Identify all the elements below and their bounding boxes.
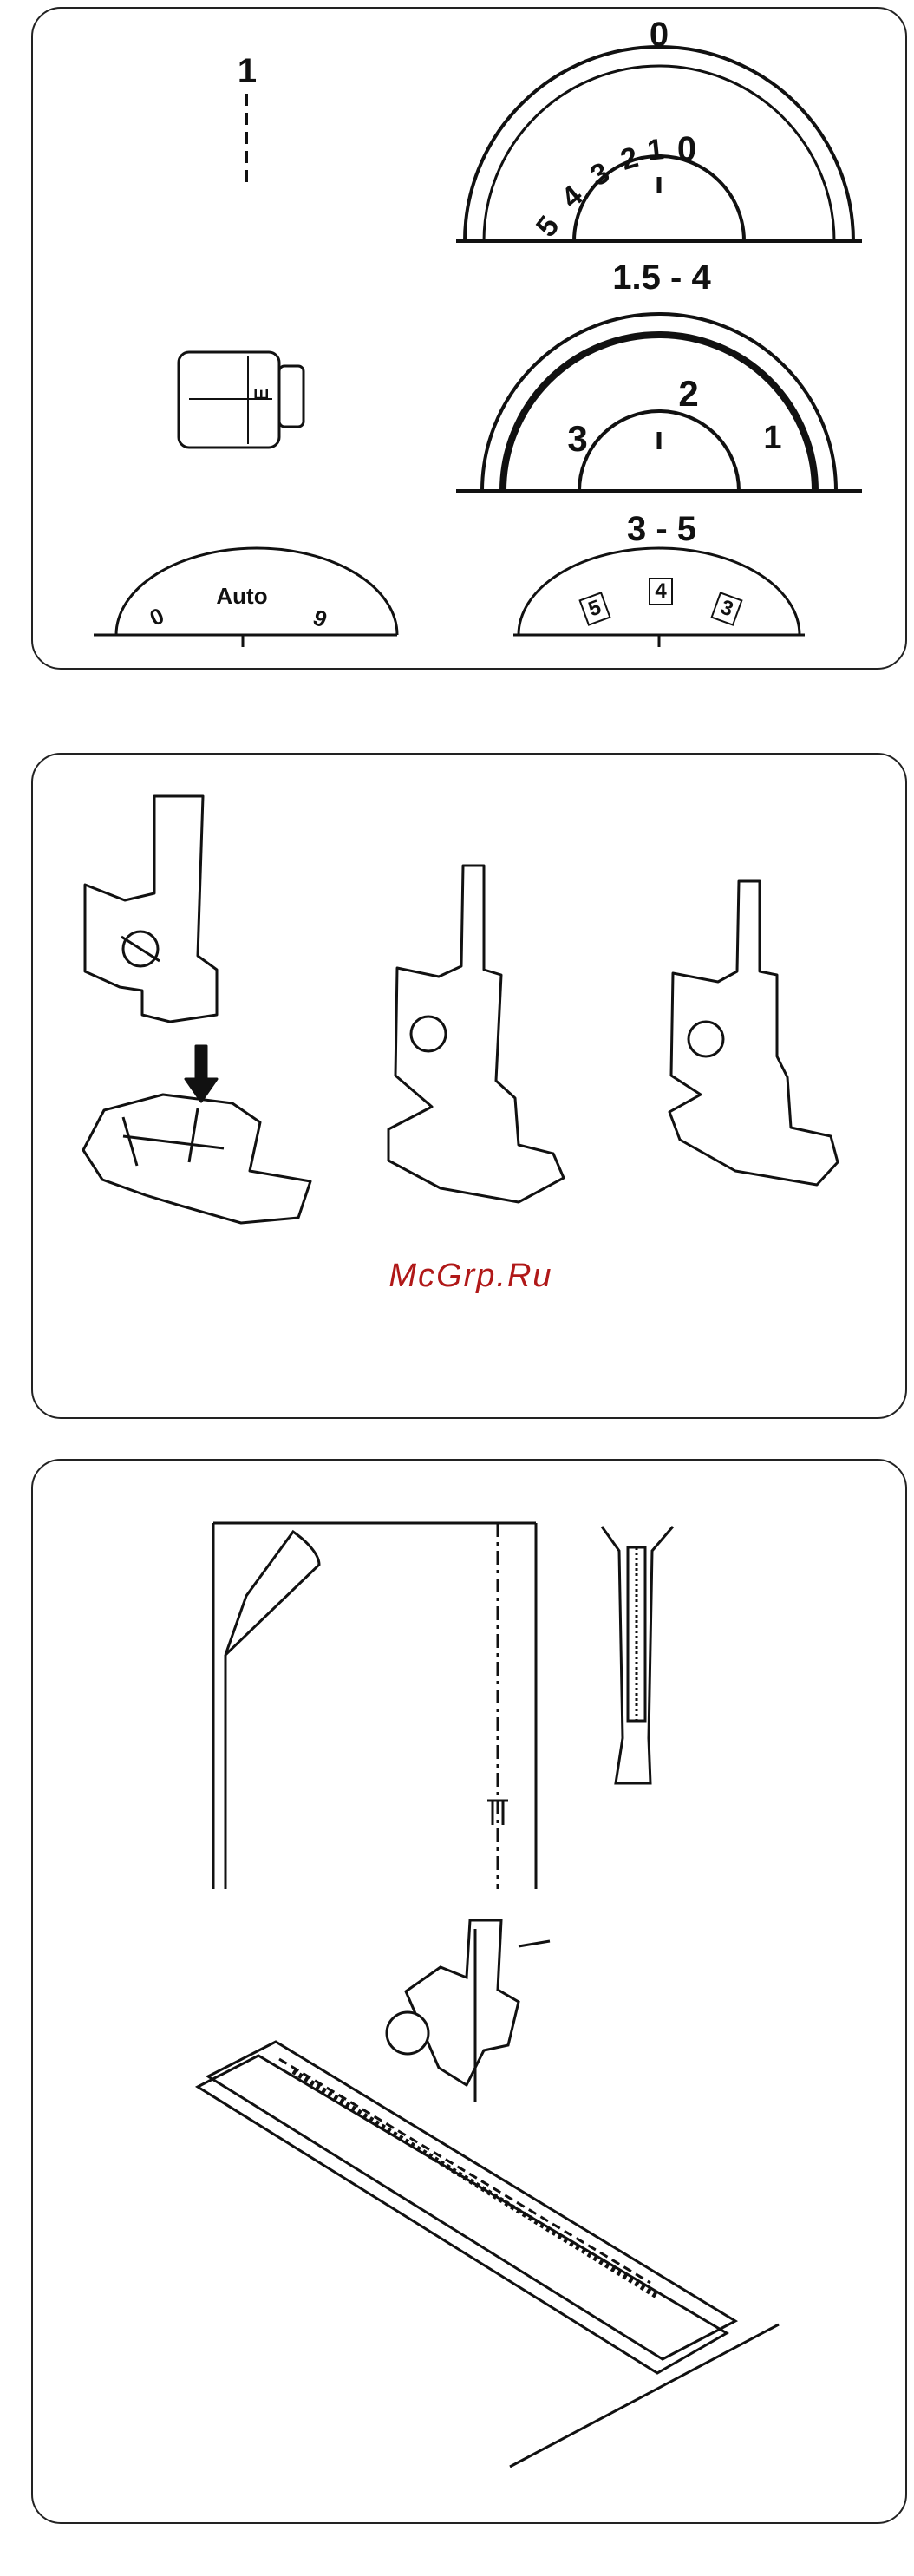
dial-mid-title: 1.5 - 4 [571,258,753,297]
dial-mid-number: 2 [673,373,704,415]
fabric-icon [213,1523,536,1889]
dial-top-title: 0 [633,16,685,55]
attach-foot-illustration [33,755,907,1419]
sewing-zipper-icon [198,1920,779,2467]
zipper-icon [602,1527,673,1783]
dial-bot-title: 3 - 5 [579,510,744,549]
assembled-foot-left-icon [388,866,564,1202]
stitch-pattern-number: 1 [217,52,277,91]
stitch-width-dial-mid [456,314,862,491]
presser-shank-icon [85,796,217,1022]
presser-foot-e-icon [179,352,304,448]
watermark: McGrp.Ru [33,1258,907,1295]
dial-bot-number: 4 [649,578,673,605]
settings-panel: 1 0 1.5 - 4 3 - 5 5 4 3 2 1 0 3 2 1 5 4 … [31,7,907,670]
settings-illustration [33,9,907,670]
dial-top-number: 0 [675,130,699,169]
down-arrow-icon [186,1046,217,1102]
foot-letter: E [251,384,273,405]
dial-mid-number: 1 [760,420,786,457]
dial-mid-number: 3 [562,418,593,460]
zipper-sewing-panel [31,1459,907,2524]
zipper-foot-icon [83,1095,310,1223]
assembled-foot-right-icon [669,881,838,1185]
zipper-sewing-illustration [33,1461,907,2524]
attach-foot-panel: McGrp.Ru [31,753,907,1419]
tension-auto-label: Auto [203,583,281,610]
dial-top-number: 1 [642,133,669,169]
